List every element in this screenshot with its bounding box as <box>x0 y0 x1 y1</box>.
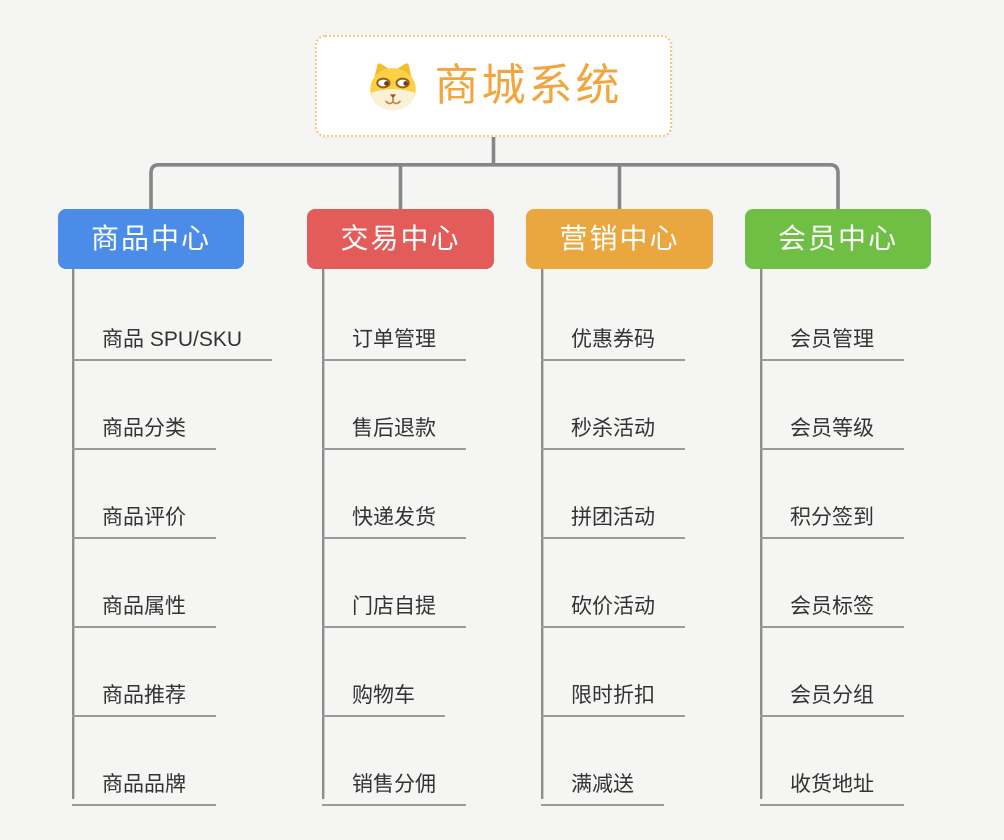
leaf-node[interactable]: 限时折扣 <box>541 671 685 717</box>
branch-node-product-center[interactable]: 商品中心 <box>58 209 244 269</box>
root-node[interactable]: 商城系统 <box>315 35 672 137</box>
branch-label: 商品中心 <box>90 223 211 254</box>
leaf-node[interactable]: 购物车 <box>322 671 445 717</box>
leaf-node[interactable]: 门店自提 <box>322 582 466 628</box>
leaf-node[interactable]: 满减送 <box>541 760 664 806</box>
leaf-node[interactable]: 会员分组 <box>760 671 904 717</box>
leaf-node[interactable]: 会员等级 <box>760 404 904 450</box>
branch-label: 会员中心 <box>777 223 898 254</box>
branch-label: 交易中心 <box>340 223 461 254</box>
leaf-node[interactable]: 收货地址 <box>760 760 904 806</box>
leaf-node[interactable]: 拼团活动 <box>541 493 685 539</box>
leaf-node[interactable]: 商品推荐 <box>72 671 216 717</box>
dog-face-icon <box>365 61 421 112</box>
branch-node-member-center[interactable]: 会员中心 <box>745 209 931 269</box>
leaf-node[interactable]: 商品属性 <box>72 582 216 628</box>
leaf-node[interactable]: 销售分佣 <box>322 760 466 806</box>
leaf-node[interactable]: 订单管理 <box>322 315 466 361</box>
leaf-node[interactable]: 售后退款 <box>322 404 466 450</box>
leaf-node[interactable]: 商品 SPU/SKU <box>72 315 273 361</box>
leaf-node[interactable]: 积分签到 <box>760 493 904 539</box>
leaf-node[interactable]: 快递发货 <box>322 493 466 539</box>
leaf-node[interactable]: 会员标签 <box>760 582 904 628</box>
leaf-node[interactable]: 秒杀活动 <box>541 404 685 450</box>
root-title: 商城系统 <box>434 61 623 110</box>
leaf-node[interactable]: 优惠券码 <box>541 315 685 361</box>
branch-node-trade-center[interactable]: 交易中心 <box>307 209 494 269</box>
leaf-node[interactable]: 商品评价 <box>72 493 216 539</box>
leaf-node[interactable]: 商品分类 <box>72 404 216 450</box>
leaf-node[interactable]: 砍价活动 <box>541 582 685 628</box>
leaf-node[interactable]: 会员管理 <box>760 315 904 361</box>
leaf-node[interactable]: 商品品牌 <box>72 760 216 806</box>
branch-label: 营销中心 <box>559 223 680 254</box>
branch-node-marketing-center[interactable]: 营销中心 <box>526 209 713 269</box>
